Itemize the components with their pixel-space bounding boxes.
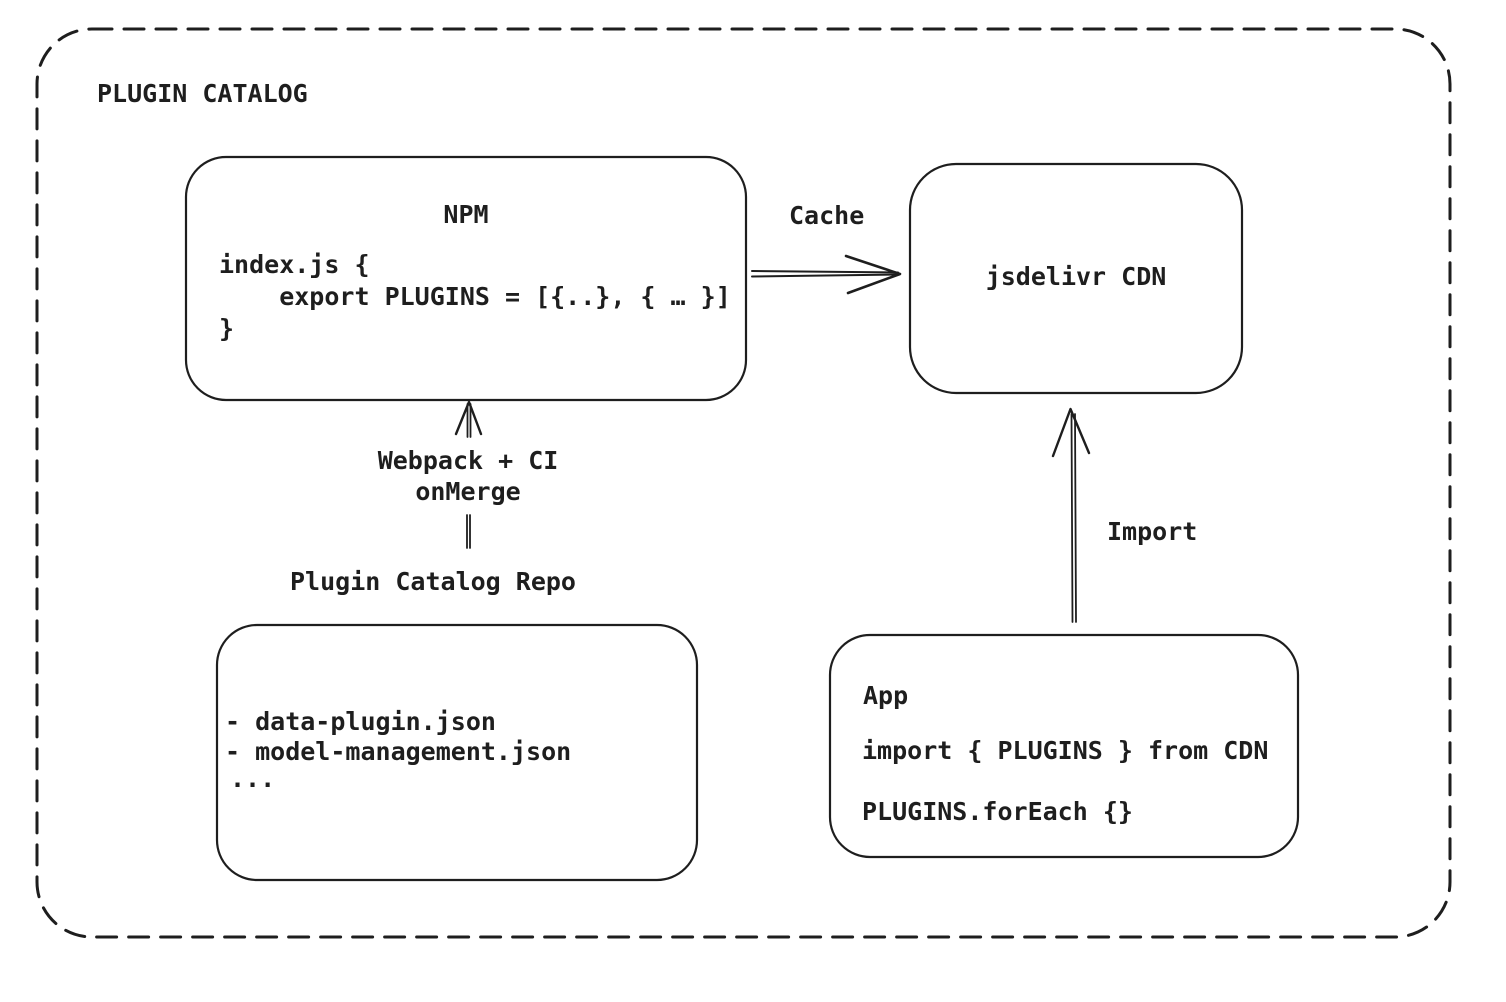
import-arrow <box>1051 407 1091 623</box>
build-arrow-label: Webpack + CI <box>377 446 559 475</box>
repo-node-heading: Plugin Catalog Repo <box>290 567 576 596</box>
app-node-title: App <box>863 681 909 710</box>
build-arrow-sublabel: onMerge <box>415 477 521 506</box>
cache-arrow-label: Cache <box>789 201 865 230</box>
npm-code-line: index.js { <box>219 250 370 279</box>
cdn-node-label: jsdelivr CDN <box>985 262 1167 291</box>
cdn-node-box <box>908 162 1244 395</box>
npm-code-line: export PLUGINS = [{..}, { … }] <box>219 282 731 311</box>
repo-node-box <box>215 623 699 882</box>
app-code-line: PLUGINS.forEach {} <box>862 797 1133 826</box>
diagram-title: PLUGIN CATALOG <box>97 79 308 108</box>
cache-arrow <box>751 254 902 295</box>
build-arrow <box>454 400 483 549</box>
npm-node-box <box>184 155 748 402</box>
repo-file-item: - data-plugin.json <box>225 707 496 736</box>
catalog-boundary-box <box>35 27 1452 939</box>
repo-file-item: ... <box>230 764 276 793</box>
npm-code-line: } <box>219 314 235 343</box>
npm-node-title: NPM <box>443 200 489 229</box>
app-node-box <box>828 633 1300 859</box>
repo-file-item: - model-management.json <box>225 737 572 766</box>
app-code-line: import { PLUGINS } from CDN <box>862 736 1269 765</box>
import-arrow-label: Import <box>1107 517 1198 546</box>
